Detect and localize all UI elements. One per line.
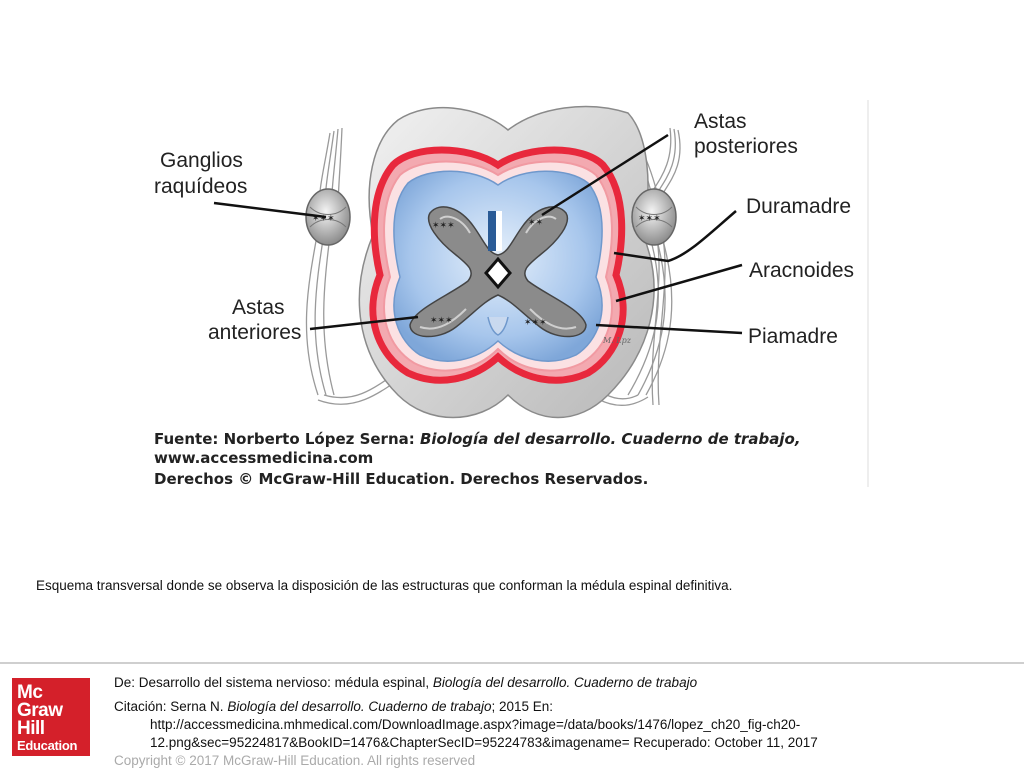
artist-signature: M. Lpz: [602, 336, 632, 345]
central-canal: [484, 256, 512, 290]
leader-astas-anteriores: [309, 315, 419, 331]
svg-text:✶✶✶: ✶✶✶: [432, 221, 455, 231]
leader-lines: [213, 133, 743, 335]
leader-astas-posteriores: [541, 133, 669, 217]
svg-text:✶✶✶: ✶✶✶: [430, 316, 453, 326]
leader-piamadre: [595, 323, 743, 335]
ganglion-right: ✶✶✶: [631, 188, 677, 246]
label-astas-ant-1: Astas: [232, 296, 285, 319]
posterior-septum: [488, 211, 496, 251]
svg-text:✶✶: ✶✶: [528, 218, 543, 228]
leader-ganglios: [213, 201, 327, 219]
figure-caption: Esquema transversal donde se observa la …: [36, 578, 733, 593]
footer-divider: [0, 662, 1024, 664]
label-ganglios-1: Ganglios: [160, 149, 243, 172]
label-duramadre: Duramadre: [746, 195, 851, 218]
citation-footer: De: Desarrollo del sistema nervioso: méd…: [114, 674, 1004, 770]
citation-url-1: http://accessmedicina.mhmedical.com/Down…: [150, 717, 801, 732]
source-from: De: Desarrollo del sistema nervioso: méd…: [114, 675, 698, 690]
copyright-notice: Copyright © 2017 McGraw-Hill Education. …: [114, 753, 476, 768]
spinal-cord-diagram: ✶✶✶ ✶✶ ✶✶✶ ✶✶✶ ✶✶✶ ✶✶✶ Ganglios raquíde: [148, 95, 870, 490]
leader-duramadre: [613, 210, 737, 263]
nerve-roots: [305, 109, 681, 406]
svg-text:✶✶✶: ✶✶✶: [638, 214, 661, 224]
source-line-1: Fuente: Norberto López Serna: Biología d…: [154, 430, 801, 448]
mcgraw-hill-logo: Mc Graw Hill Education: [12, 678, 90, 756]
ganglion-left: ✶✶✶: [305, 188, 351, 246]
source-line-2: www.accessmedicina.com: [154, 449, 373, 467]
leader-aracnoides: [615, 263, 743, 303]
citation-url-2: 12.png&sec=95224817&BookID=1476&ChapterS…: [150, 735, 818, 750]
label-astas-ant-2: anteriores: [208, 321, 301, 344]
diagram-svg: ✶✶✶ ✶✶ ✶✶✶ ✶✶✶ ✶✶✶ ✶✶✶ Ganglios raquíde: [154, 100, 869, 488]
label-ganglios-2: raquídeos: [154, 175, 247, 198]
svg-text:✶✶✶: ✶✶✶: [524, 318, 547, 328]
neuron-marks: ✶✶✶ ✶✶ ✶✶✶ ✶✶✶: [430, 218, 547, 328]
label-astas-post-1: Astas: [694, 110, 747, 133]
svg-text:✶✶✶: ✶✶✶: [312, 214, 335, 224]
source-line-3: Derechos © McGraw-Hill Education. Derech…: [154, 470, 648, 488]
label-piamadre: Piamadre: [748, 325, 838, 348]
label-astas-post-2: posteriores: [694, 135, 798, 158]
label-aracnoides: Aracnoides: [749, 259, 854, 282]
citation: Citación: Serna N. Biología del desarrol…: [114, 699, 554, 714]
